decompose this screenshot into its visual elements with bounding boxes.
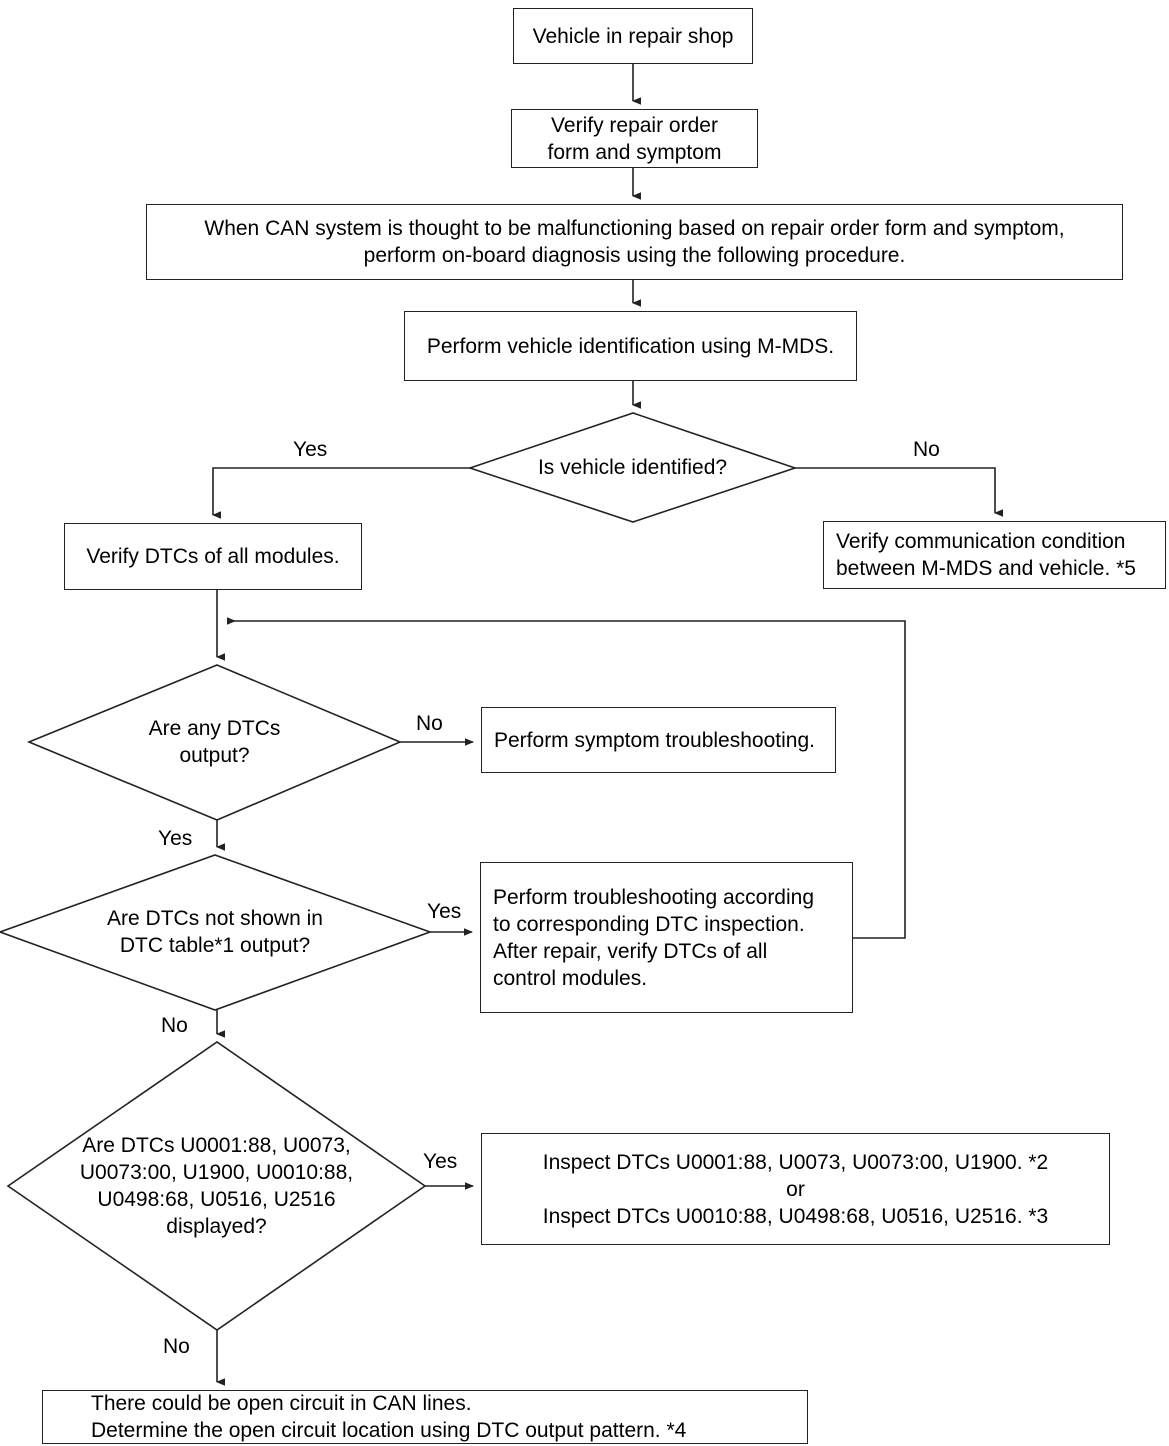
node-perform-troubleshooting-line2: to corresponding DTC inspection. xyxy=(493,912,805,936)
node-perform-vehicle-identification-text: Perform vehicle identification using M-M… xyxy=(426,334,835,358)
node-verify-dtcs-all-modules-text: Verify DTCs of all modules. xyxy=(86,545,340,568)
edge-label-displayed-yes: Yes xyxy=(423,1150,458,1173)
node-perform-symptom-troubleshooting-text: Perform symptom troubleshooting. xyxy=(494,728,815,752)
node-perform-troubleshooting-line3: After repair, verify DTCs of all xyxy=(493,939,768,963)
edge-label-displayed-no: No xyxy=(163,1335,190,1358)
decision-dtcs-not-shown-shape xyxy=(0,854,433,1011)
edge-label-not-shown-no: No xyxy=(161,1014,188,1037)
node-perform-troubleshooting-line1: Perform troubleshooting according xyxy=(493,885,815,909)
edge-label-not-shown-yes: Yes xyxy=(427,900,462,923)
node-can-system-note: When CAN system is thought to be malfunc… xyxy=(146,204,1123,280)
node-verify-repair-order: Verify repair order form and symptom xyxy=(511,109,758,168)
node-open-circuit-line2: Determine the open circuit location usin… xyxy=(91,1419,687,1442)
node-can-system-note-line1: When CAN system is thought to be malfunc… xyxy=(204,217,1065,240)
node-open-circuit-line1: There could be open circuit in CAN lines… xyxy=(91,1392,472,1415)
node-verify-communication-condition: Verify communication condition between M… xyxy=(823,521,1166,589)
node-vehicle-in-repair-shop-text: Vehicle in repair shop xyxy=(532,24,734,48)
node-verify-communication-condition-line1: Verify communication condition xyxy=(836,530,1126,553)
node-vehicle-in-repair-shop: Vehicle in repair shop xyxy=(513,8,753,64)
node-perform-troubleshooting-line4: control modules. xyxy=(493,966,648,990)
edge-label-identified-yes: Yes xyxy=(293,438,328,461)
edge-identified-no xyxy=(795,467,1003,517)
edge-label-identified-no: No xyxy=(913,438,940,461)
node-verify-repair-order-line1: Verify repair order xyxy=(551,113,718,137)
edge-label-any-dtcs-no: No xyxy=(416,712,443,735)
node-inspect-dtcs: Inspect DTCs U0001:88, U0073, U0073:00, … xyxy=(481,1133,1110,1245)
node-open-circuit: There could be open circuit in CAN lines… xyxy=(42,1390,808,1444)
node-verify-communication-condition-line2: between M-MDS and vehicle. *5 xyxy=(836,557,1136,580)
node-perform-vehicle-identification: Perform vehicle identification using M-M… xyxy=(404,311,857,381)
edge-identified-yes xyxy=(212,467,470,519)
node-verify-dtcs-all-modules: Verify DTCs of all modules. xyxy=(64,523,362,590)
node-inspect-dtcs-line1: Inspect DTCs U0001:88, U0073, U0073:00, … xyxy=(542,1150,1049,1174)
decision-any-dtcs-output-shape xyxy=(26,664,403,821)
node-perform-symptom-troubleshooting: Perform symptom troubleshooting. xyxy=(481,707,836,773)
decision-is-vehicle-identified-shape xyxy=(467,412,798,523)
node-can-system-note-line2: perform on-board diagnosis using the fol… xyxy=(363,244,906,267)
node-inspect-dtcs-line2: or xyxy=(786,1177,805,1201)
node-inspect-dtcs-line3: Inspect DTCs U0010:88, U0498:68, U0516, … xyxy=(542,1204,1049,1228)
edge-label-any-dtcs-yes: Yes xyxy=(158,827,193,850)
node-perform-troubleshooting: Perform troubleshooting according to cor… xyxy=(480,862,853,1013)
decision-dtcs-displayed-shape xyxy=(6,1041,427,1331)
edge-feedback-loop xyxy=(227,617,906,939)
node-verify-repair-order-line2: form and symptom xyxy=(547,140,722,164)
